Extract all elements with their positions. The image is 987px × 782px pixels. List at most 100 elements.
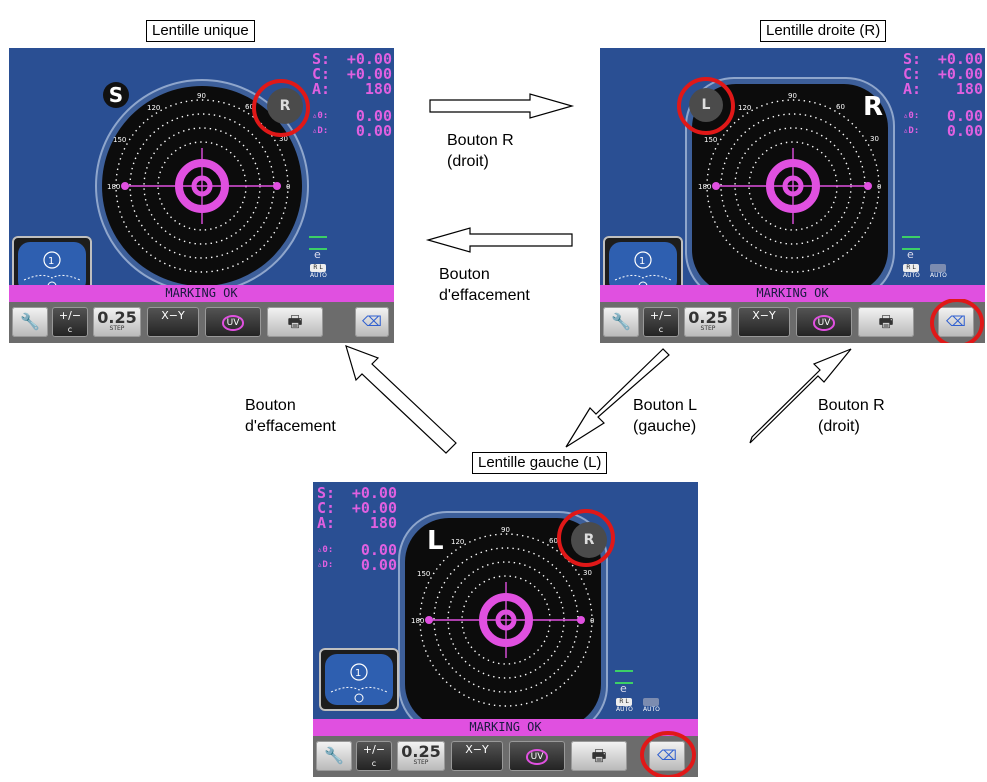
step-label: STEP bbox=[109, 325, 125, 332]
screen-right-lens: 90 60 30 0 180 150 120 R L S: +0.00 C: +0.… bbox=[600, 48, 985, 343]
label-right-to-left: Bouton L (gauche) bbox=[633, 397, 698, 435]
settings-button[interactable]: 🔧 bbox=[316, 741, 352, 771]
cylinder-value: +0.00 bbox=[346, 65, 392, 83]
uv-label: UV bbox=[525, 749, 549, 765]
xy-label: X−Y bbox=[752, 309, 776, 322]
sphere-value: +0.00 bbox=[346, 50, 392, 68]
tick-30: 30 bbox=[583, 569, 592, 577]
uv-button[interactable]: UV bbox=[205, 307, 261, 337]
highlight-ring bbox=[252, 79, 310, 137]
tick-90: 90 bbox=[788, 92, 797, 100]
plus-minus-label: +/− bbox=[362, 743, 386, 756]
prism-v-value: 0.00 bbox=[355, 122, 392, 140]
tick-180: 180 bbox=[411, 617, 424, 625]
plus-minus-button[interactable]: +/− c bbox=[356, 741, 392, 771]
prism-v-value: 0.00 bbox=[946, 122, 983, 140]
erase-button[interactable]: ⌫ bbox=[355, 307, 389, 337]
print-button[interactable]: 🖶 bbox=[267, 307, 323, 337]
print-button[interactable]: 🖶 bbox=[858, 307, 914, 337]
tick-0: 0 bbox=[877, 183, 881, 191]
sphere-value: +0.00 bbox=[937, 50, 983, 68]
tick-180: 180 bbox=[107, 183, 120, 191]
xy-button[interactable]: X−Y bbox=[451, 741, 503, 771]
right-button-letter: R bbox=[279, 98, 291, 114]
tick-90: 90 bbox=[501, 526, 510, 534]
uv-button[interactable]: UV bbox=[796, 307, 852, 337]
auto-text: AUTO bbox=[616, 706, 633, 713]
wrench-icon: 🔧 bbox=[611, 312, 631, 331]
auto-mode-glyph bbox=[930, 264, 946, 272]
plus-minus-sub: c bbox=[658, 325, 664, 334]
axis-ticks: 90 60 30 0 180 150 120 bbox=[698, 92, 881, 191]
prism-h-label: ▵0: bbox=[903, 111, 920, 121]
tick-150: 150 bbox=[704, 136, 717, 144]
screen-left-lens: 90 60 30 0 180 150 120 L R S:+0.00 C:+0.… bbox=[313, 482, 698, 777]
tick-120: 120 bbox=[147, 104, 160, 112]
wrench-icon: 🔧 bbox=[324, 746, 344, 765]
axis-value: 180 bbox=[955, 80, 983, 98]
xy-button[interactable]: X−Y bbox=[147, 307, 199, 337]
rl-text: R L bbox=[310, 264, 326, 272]
print-button[interactable]: 🖶 bbox=[571, 741, 627, 771]
right-lens-button[interactable]: R bbox=[267, 88, 303, 124]
xy-button[interactable]: X−Y bbox=[738, 307, 790, 337]
prism-h-label: ▵0: bbox=[317, 545, 334, 555]
step-value: 0.25 bbox=[688, 308, 728, 327]
status-bar: MARKING OK bbox=[313, 719, 698, 736]
right-lens-button[interactable]: R bbox=[571, 522, 607, 558]
svg-text:1: 1 bbox=[48, 256, 54, 267]
settings-button[interactable]: 🔧 bbox=[12, 307, 48, 337]
tick-60: 60 bbox=[549, 537, 558, 545]
label-right-to-single: Bouton d'effacement bbox=[439, 266, 530, 304]
rl-text: R L bbox=[903, 264, 919, 272]
lens-target-display bbox=[398, 511, 608, 735]
tick-150: 150 bbox=[417, 570, 430, 578]
plus-minus-sub: c bbox=[67, 325, 73, 334]
prism-v-label: ▵D: bbox=[317, 560, 334, 570]
step-value: 0.25 bbox=[97, 308, 137, 327]
cylinder-value: +0.00 bbox=[937, 65, 983, 83]
cylinder-value: +0.00 bbox=[351, 499, 397, 517]
axis-ticks: 90 60 30 0 180 150 120 bbox=[107, 92, 290, 191]
sphere-label: S: bbox=[312, 50, 331, 68]
erase-button[interactable]: ⌫ bbox=[938, 307, 974, 337]
caption-single-lens: Lentille unique bbox=[146, 20, 255, 42]
mode-letter-left: L bbox=[427, 526, 444, 556]
uv-button[interactable]: UV bbox=[509, 741, 565, 771]
sphere-label: S: bbox=[903, 50, 922, 68]
sphere-label: S: bbox=[317, 484, 336, 502]
highlight-ring bbox=[677, 77, 735, 135]
lens-target-display bbox=[685, 77, 895, 301]
caption-left-lens: Lentille gauche (L) bbox=[472, 452, 608, 474]
mode-letter-single: S bbox=[103, 82, 129, 108]
lens-target-display bbox=[95, 79, 309, 293]
lens-position-thumbnail[interactable]: 1 bbox=[319, 648, 399, 711]
right-button-letter: R bbox=[583, 532, 595, 548]
settings-button[interactable]: 🔧 bbox=[603, 307, 639, 337]
plus-minus-button[interactable]: +/−c bbox=[643, 307, 679, 337]
prism-h-value: 0.00 bbox=[946, 107, 983, 125]
prism-h-label: ▵0: bbox=[312, 111, 329, 121]
plus-minus-sub: c bbox=[371, 759, 377, 768]
green-level-icon bbox=[615, 670, 633, 684]
eraser-icon: ⌫ bbox=[946, 314, 966, 330]
cylinder-label: C: bbox=[903, 65, 922, 83]
green-level-icon bbox=[309, 236, 327, 250]
plus-minus-button[interactable]: +/−c bbox=[52, 307, 88, 337]
auto-mode-icon: AUTO bbox=[643, 698, 660, 716]
label-left-to-single: Bouton d'effacement bbox=[245, 397, 336, 435]
uv-label: UV bbox=[221, 315, 245, 331]
axis-label: A: bbox=[903, 80, 922, 98]
tick-60: 60 bbox=[836, 103, 845, 111]
left-lens-button[interactable]: L bbox=[689, 88, 723, 122]
erase-button[interactable]: ⌫ bbox=[649, 741, 685, 771]
highlight-ring bbox=[930, 299, 984, 343]
auto-mode-icon: AUTO bbox=[930, 264, 947, 282]
auto-text: AUTO bbox=[310, 272, 327, 279]
